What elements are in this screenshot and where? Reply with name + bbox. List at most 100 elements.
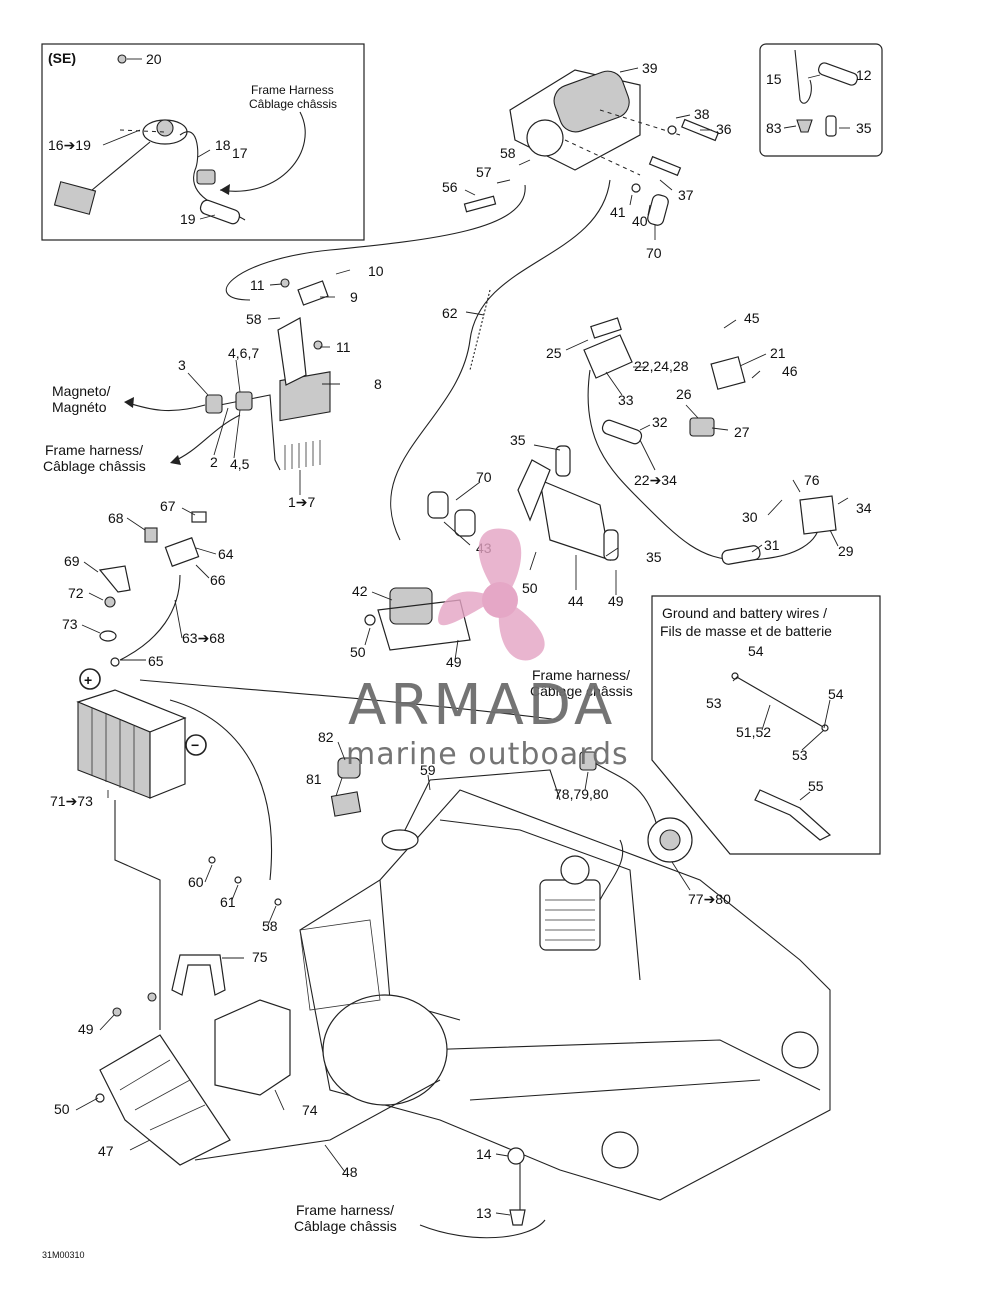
ground-cable-51 — [734, 675, 826, 729]
connector-78 — [579, 751, 597, 771]
inset-fasteners — [759, 43, 883, 157]
callout-29: 29 — [838, 543, 854, 559]
callout-39: 39 — [642, 60, 658, 76]
minus-symbol: − — [191, 737, 199, 753]
callout-9: 9 — [350, 289, 358, 305]
captions: Magneto/ Magnéto Frame harness/ Câblage … — [42, 383, 633, 1260]
callout-68: 68 — [108, 510, 124, 526]
washer-61 — [234, 876, 242, 884]
callout-36: 36 — [716, 121, 732, 137]
wire-battery-tray — [114, 800, 161, 1030]
watermark-tagline: marine outboards — [346, 737, 629, 772]
callout-40: 40 — [632, 213, 648, 229]
connector-4 — [235, 391, 253, 411]
callout-22-34: 22➔34 — [634, 472, 677, 488]
callout-73: 73 — [62, 616, 78, 632]
stator-77-inner — [659, 829, 681, 851]
frame-harness-3-arrow — [419, 1219, 546, 1239]
watermark-brand: ARMADA — [348, 673, 616, 738]
callout-55: 55 — [808, 778, 824, 794]
callout-62: 62 — [442, 305, 458, 321]
wire-29-31 — [587, 369, 821, 561]
regulator-assembly — [205, 278, 331, 471]
callout-33: 33 — [618, 392, 634, 408]
callout-66: 66 — [210, 572, 226, 588]
callout-58a: 58 — [500, 145, 516, 161]
fuse-67 — [191, 511, 207, 523]
propeller-blade-2 — [498, 600, 545, 661]
screw-20 — [117, 54, 127, 64]
magneto-arrowhead — [124, 397, 134, 408]
inset-se: (SE) Frame Harness Câblage châssis — [41, 43, 365, 241]
wire-63 — [119, 574, 181, 661]
exhaust-pipe — [599, 839, 624, 901]
steering-column — [394, 769, 561, 851]
wire-runs — [114, 179, 821, 1210]
caption-frame-harness-1: Frame harness/ — [45, 442, 143, 458]
inset-se-harness-label-fr: Câblage châssis — [249, 97, 337, 111]
doc-code: 31M00310 — [42, 1250, 85, 1260]
regulator-fins — [284, 440, 321, 470]
bracket-8 — [277, 317, 307, 386]
callout-57: 57 — [476, 164, 492, 180]
callout-13: 13 — [476, 1205, 492, 1221]
callout-64: 64 — [218, 546, 234, 562]
relay-21 — [710, 356, 746, 390]
boot-70-b — [427, 491, 449, 519]
shield-44 — [539, 479, 611, 561]
wire-frame-long — [139, 679, 561, 721]
shield-assembly — [517, 445, 619, 561]
callout-49c: 49 — [78, 1021, 94, 1037]
callout-30: 30 — [742, 509, 758, 525]
inset-ground-title: Ground and battery wires / — [662, 605, 827, 621]
sleeve-35-a — [555, 445, 571, 477]
leader-lines — [75, 58, 850, 1216]
callout-21: 21 — [770, 345, 786, 361]
caption-magneto: Magneto/ — [52, 383, 110, 399]
connector-3 — [205, 394, 223, 414]
fuse-25 — [590, 317, 622, 339]
callout-50b: 50 — [350, 644, 366, 660]
wire-ground — [169, 699, 272, 881]
sleeve-35-small — [825, 115, 837, 137]
bar-48 — [194, 1079, 441, 1161]
callout-34: 34 — [856, 500, 872, 516]
fuse-82 — [337, 757, 361, 779]
nut-50 — [364, 614, 376, 626]
battery-tray-assembly — [95, 856, 526, 1226]
callout-56: 56 — [442, 179, 458, 195]
connector-9 — [297, 280, 329, 306]
relay-assembly — [583, 317, 837, 565]
callout-38: 38 — [694, 106, 710, 122]
callout-12: 12 — [856, 67, 872, 83]
fuse-holder-22 — [583, 334, 633, 379]
inset-se-harness-arrow — [219, 111, 306, 192]
callout-53a: 53 — [706, 695, 722, 711]
callout-74: 74 — [302, 1102, 318, 1118]
block-64 — [164, 537, 200, 567]
callout-26: 26 — [676, 386, 692, 402]
callout-42: 42 — [352, 583, 368, 599]
wire-62-spring — [469, 289, 491, 371]
callout-35b: 35 — [510, 432, 526, 448]
caption-magneto-fr: Magnéto — [52, 399, 107, 415]
caption-frame-harness-3-fr: Câblage châssis — [294, 1218, 397, 1234]
magneto-arrow — [124, 401, 206, 412]
callout-82: 82 — [318, 729, 334, 745]
washer-60 — [208, 856, 216, 864]
reservoir — [560, 855, 590, 885]
callout-60: 60 — [188, 874, 204, 890]
bolt-56 — [463, 195, 497, 213]
callout-54a: 54 — [748, 643, 764, 659]
battery-side — [149, 717, 186, 799]
callout-4-5: 4,5 — [230, 456, 250, 472]
callout-48: 48 — [342, 1164, 358, 1180]
callout-11b: 11 — [336, 339, 351, 355]
callout-49a: 49 — [608, 593, 624, 609]
callout-4-6-7: 4,6,7 — [228, 345, 259, 361]
tie-wrap-15 — [794, 49, 812, 104]
chassis — [299, 751, 831, 1201]
propeller-blade-3 — [438, 591, 495, 626]
solenoid-bracket — [377, 599, 471, 651]
